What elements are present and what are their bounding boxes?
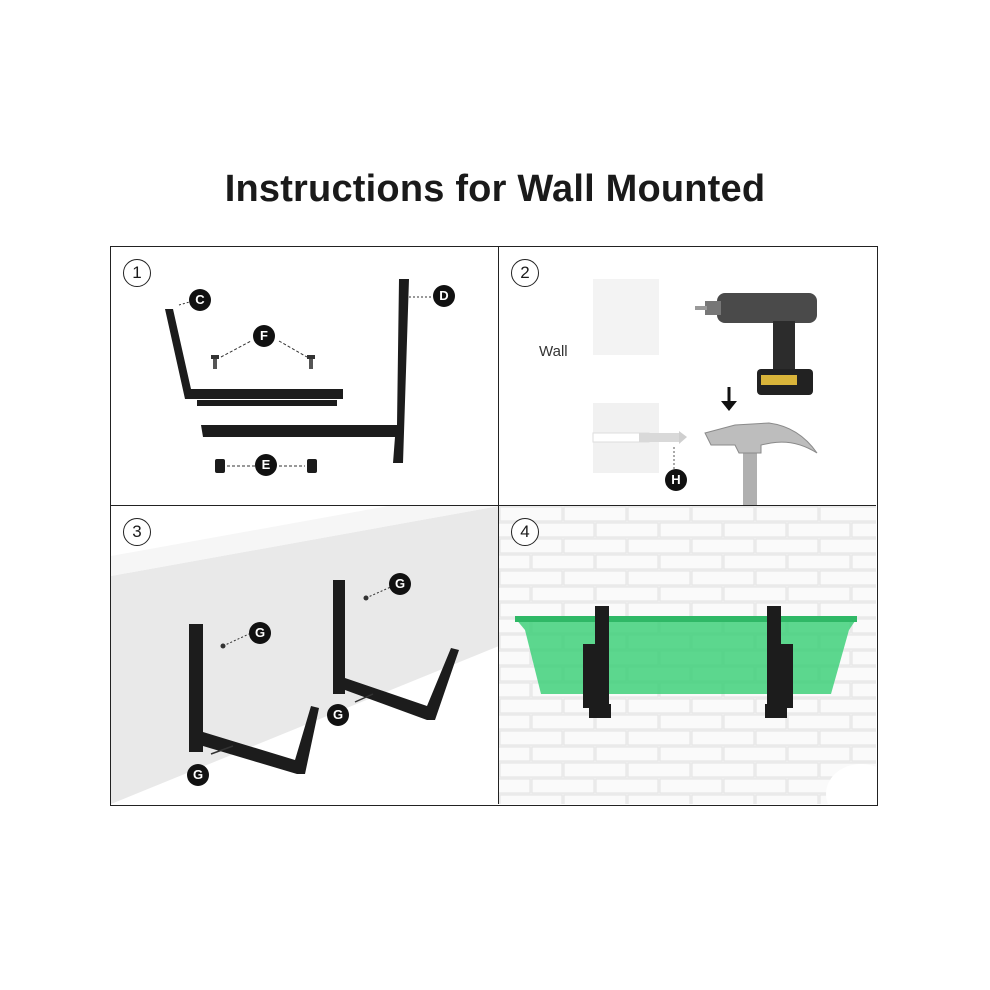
step-2-panel: 2 Wall — [499, 247, 876, 506]
label-g-4: G — [187, 764, 209, 786]
label-c: C — [189, 289, 211, 311]
wall-anchor — [639, 433, 679, 442]
hammer-icon — [704, 422, 818, 505]
label-d: D — [433, 285, 455, 307]
label-g-1: G — [249, 622, 271, 644]
label-g-2: G — [389, 573, 411, 595]
step-4-number: 4 — [511, 518, 539, 546]
bracket-c — [165, 309, 343, 399]
step-1-panel: 1 C D F E — [111, 247, 499, 506]
bracket-left — [189, 624, 319, 774]
label-e: E — [255, 454, 277, 476]
screw-f-right — [307, 355, 315, 359]
green-planter — [515, 618, 857, 694]
step-4-panel: 4 — [499, 506, 876, 804]
spacer-e-left — [215, 459, 225, 473]
bracket-right — [767, 606, 781, 716]
bracket-d — [201, 279, 409, 463]
step-1-number: 1 — [123, 259, 151, 287]
bracket-left — [595, 606, 609, 716]
step-3-number: 3 — [123, 518, 151, 546]
drill-hammer-illustration — [592, 279, 818, 505]
screw-f-left — [211, 355, 219, 359]
planter-mounted-illustration — [499, 506, 876, 804]
spacer-e-right — [307, 459, 317, 473]
label-f: F — [253, 325, 275, 347]
bracket-right — [333, 580, 459, 720]
bracket-parts-illustration — [165, 279, 433, 473]
label-h: H — [665, 469, 687, 491]
instruction-grid: 1 C D F E 2 Wall — [110, 246, 878, 806]
label-g-3: G — [327, 704, 349, 726]
step-3-panel: 3 G G G G — [111, 506, 499, 804]
wall-label: Wall — [539, 343, 568, 360]
wall-sample-top — [593, 279, 659, 355]
page-title: Instructions for Wall Mounted — [224, 168, 766, 210]
step-2-number: 2 — [511, 259, 539, 287]
drill-icon — [695, 293, 817, 395]
mounting-brackets-illustration — [111, 506, 498, 804]
